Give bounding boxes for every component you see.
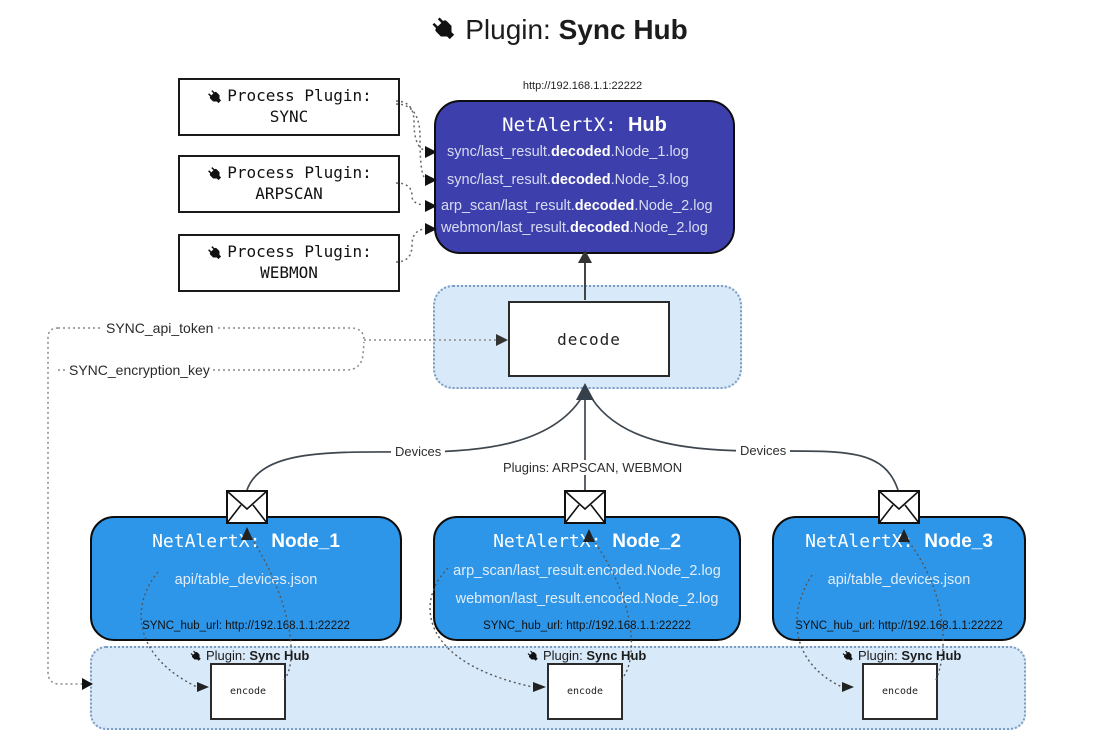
envelope-icon — [564, 490, 606, 524]
title-bold: Sync Hub — [558, 14, 688, 45]
encoder-plugin-label: Plugin: Sync Hub — [189, 647, 309, 664]
encode-box: encode — [210, 663, 286, 720]
node-2-box: NetAlertX: Node_2 arp_scan/last_result.e… — [433, 516, 741, 641]
encode-label: encode — [881, 686, 919, 697]
devices-left-label: Devices — [391, 444, 446, 459]
decode-label: decode — [557, 329, 621, 349]
plug-icon — [190, 650, 201, 661]
encoder-plugin-label: Plugin: Sync Hub — [526, 647, 646, 664]
encoder-plugin-label: Plugin: Sync Hub — [841, 647, 961, 664]
decode-box: decode — [508, 301, 670, 377]
plugins-center-label: Plugins: ARPSCAN, WEBMON — [499, 460, 687, 475]
encode-label: encode — [566, 686, 604, 697]
node-file: api/table_devices.json — [174, 572, 318, 588]
encode-box: encode — [547, 663, 623, 720]
plug-icon — [208, 89, 222, 103]
node-file: webmon/last_result.encoded.Node_2.log — [455, 591, 719, 607]
node-file: api/table_devices.json — [827, 572, 971, 588]
sync-api-token-label: SYNC_api_token — [103, 320, 217, 336]
node-title: NetAlertX: Node_1 — [152, 531, 340, 552]
title-regular: Plugin: — [465, 14, 559, 45]
process-plugin-name: ARPSCAN — [255, 184, 323, 203]
sync-encryption-key-label: SYNC_encryption_key — [66, 362, 213, 378]
process-plugin-webmon-box: Process Plugin: WEBMON — [178, 234, 400, 292]
process-plugin-arpscan-box: Process Plugin: ARPSCAN — [178, 155, 400, 213]
process-plugin-name: WEBMON — [260, 263, 318, 282]
process-plugin-label: Process Plugin: — [227, 242, 372, 262]
process-plugin-name: SYNC — [269, 107, 309, 126]
plugin-to-hub-connectors — [395, 100, 425, 263]
node-title: NetAlertX: Node_3 — [805, 531, 993, 552]
hub-log-line: sync/last_result.decoded.Node_3.log — [447, 172, 689, 188]
plug-icon — [208, 245, 222, 259]
encode-box: encode — [862, 663, 938, 720]
page-title: Plugin: Sync Hub — [0, 14, 1117, 46]
plug-icon — [208, 166, 222, 180]
plug-icon — [432, 17, 455, 40]
hub-title: NetAlertX: Hub — [436, 114, 733, 137]
node-title: NetAlertX: Node_2 — [493, 531, 681, 552]
envelope-icon — [878, 490, 920, 524]
node-file: arp_scan/last_result.encoded.Node_2.log — [453, 563, 721, 579]
process-plugin-label: Process Plugin: — [227, 163, 372, 183]
node-1-box: NetAlertX: Node_1 api/table_devices.json… — [90, 516, 402, 641]
process-plugin-label: Process Plugin: — [227, 86, 372, 106]
hub-log-line: arp_scan/last_result.decoded.Node_2.log — [441, 198, 713, 214]
node-3-box: NetAlertX: Node_3 api/table_devices.json… — [772, 516, 1026, 641]
node-hub-url: SYNC_hub_url: http://192.168.1.1:22222 — [483, 620, 691, 632]
node-hub-url: SYNC_hub_url: http://192.168.1.1:22222 — [795, 620, 1003, 632]
plug-icon — [842, 650, 853, 661]
hub-log-line: webmon/last_result.decoded.Node_2.log — [441, 220, 708, 236]
node-hub-url: SYNC_hub_url: http://192.168.1.1:22222 — [142, 620, 350, 632]
hub-box: NetAlertX: Hub sync/last_result.decoded.… — [434, 100, 735, 254]
envelope-icon — [226, 490, 268, 524]
encode-label: encode — [229, 686, 267, 697]
hub-title-bold: Hub — [627, 114, 667, 136]
plug-icon — [527, 650, 538, 661]
node-to-decode-curves — [246, 391, 899, 491]
process-plugin-sync-box: Process Plugin: SYNC — [178, 78, 400, 136]
devices-right-label: Devices — [736, 443, 791, 458]
hub-title-prefix: NetAlertX: — [502, 114, 628, 136]
hub-log-line: sync/last_result.decoded.Node_1.log — [447, 144, 689, 160]
hub-url: http://192.168.1.1:22222 — [522, 80, 643, 92]
